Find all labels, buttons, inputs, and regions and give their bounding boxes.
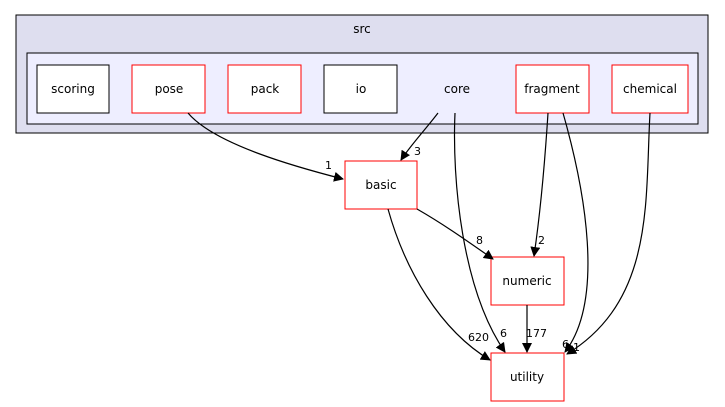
node-io[interactable]: io <box>323 64 398 114</box>
node-utility-box <box>490 352 565 402</box>
node-scoring-box <box>36 64 110 114</box>
node-pose-box <box>131 64 206 114</box>
node-chemical-label: chemical <box>623 82 677 96</box>
node-pack-label: pack <box>251 82 280 96</box>
node-io-box <box>323 64 398 114</box>
cluster-src-label: src <box>353 22 371 36</box>
edge-basic-utility-label: 620 <box>468 331 489 344</box>
node-pack[interactable]: pack <box>227 64 302 114</box>
edge-pose-basic[interactable] <box>187 112 344 182</box>
node-fragment[interactable]: fragment <box>515 64 590 114</box>
node-core-label: core <box>444 82 470 96</box>
node-basic-label: basic <box>365 178 396 192</box>
edge-core-basic[interactable] <box>400 112 439 161</box>
node-numeric-label: numeric <box>502 274 551 288</box>
edge-fragment-utility-label: 6 <box>562 338 569 351</box>
node-pack-box <box>227 64 302 114</box>
edge-fragment-utility[interactable] <box>562 112 589 353</box>
node-numeric-box <box>490 256 565 306</box>
edge-core-utility-label: 6 <box>500 327 507 340</box>
edge-fragment-numeric-label: 2 <box>538 234 545 247</box>
edge-core-basic-label: 3 <box>414 145 421 158</box>
edge-basic-numeric-label: 8 <box>476 234 483 247</box>
node-pose[interactable]: pose <box>131 64 206 114</box>
node-fragment-box <box>515 64 590 114</box>
edge-core-utility[interactable] <box>453 112 506 353</box>
edge-fragment-numeric[interactable] <box>530 112 549 257</box>
edge-chemical-utility[interactable] <box>566 112 651 355</box>
node-basic-box <box>344 160 418 210</box>
node-scoring-label: scoring <box>51 82 95 96</box>
edge-chemical-utility-label: 1 <box>573 341 580 354</box>
node-io-label: io <box>356 82 367 96</box>
edge-basic-utility[interactable] <box>387 208 491 361</box>
node-basic[interactable]: basic <box>344 160 418 210</box>
node-numeric[interactable]: numeric <box>490 256 565 306</box>
edge-pose-basic-label: 1 <box>325 159 332 172</box>
node-utility-label: utility <box>510 370 544 384</box>
edge-basic-numeric[interactable] <box>416 208 494 260</box>
edges: 1 3 6 2 6 1 8 620 177 <box>187 112 651 361</box>
node-fragment-label: fragment <box>524 82 580 96</box>
node-chemical[interactable]: chemical <box>611 64 689 114</box>
node-scoring[interactable]: scoring <box>36 64 110 114</box>
edge-numeric-utility-label: 177 <box>526 327 547 340</box>
node-utility[interactable]: utility <box>490 352 565 402</box>
node-pose-label: pose <box>155 82 184 96</box>
